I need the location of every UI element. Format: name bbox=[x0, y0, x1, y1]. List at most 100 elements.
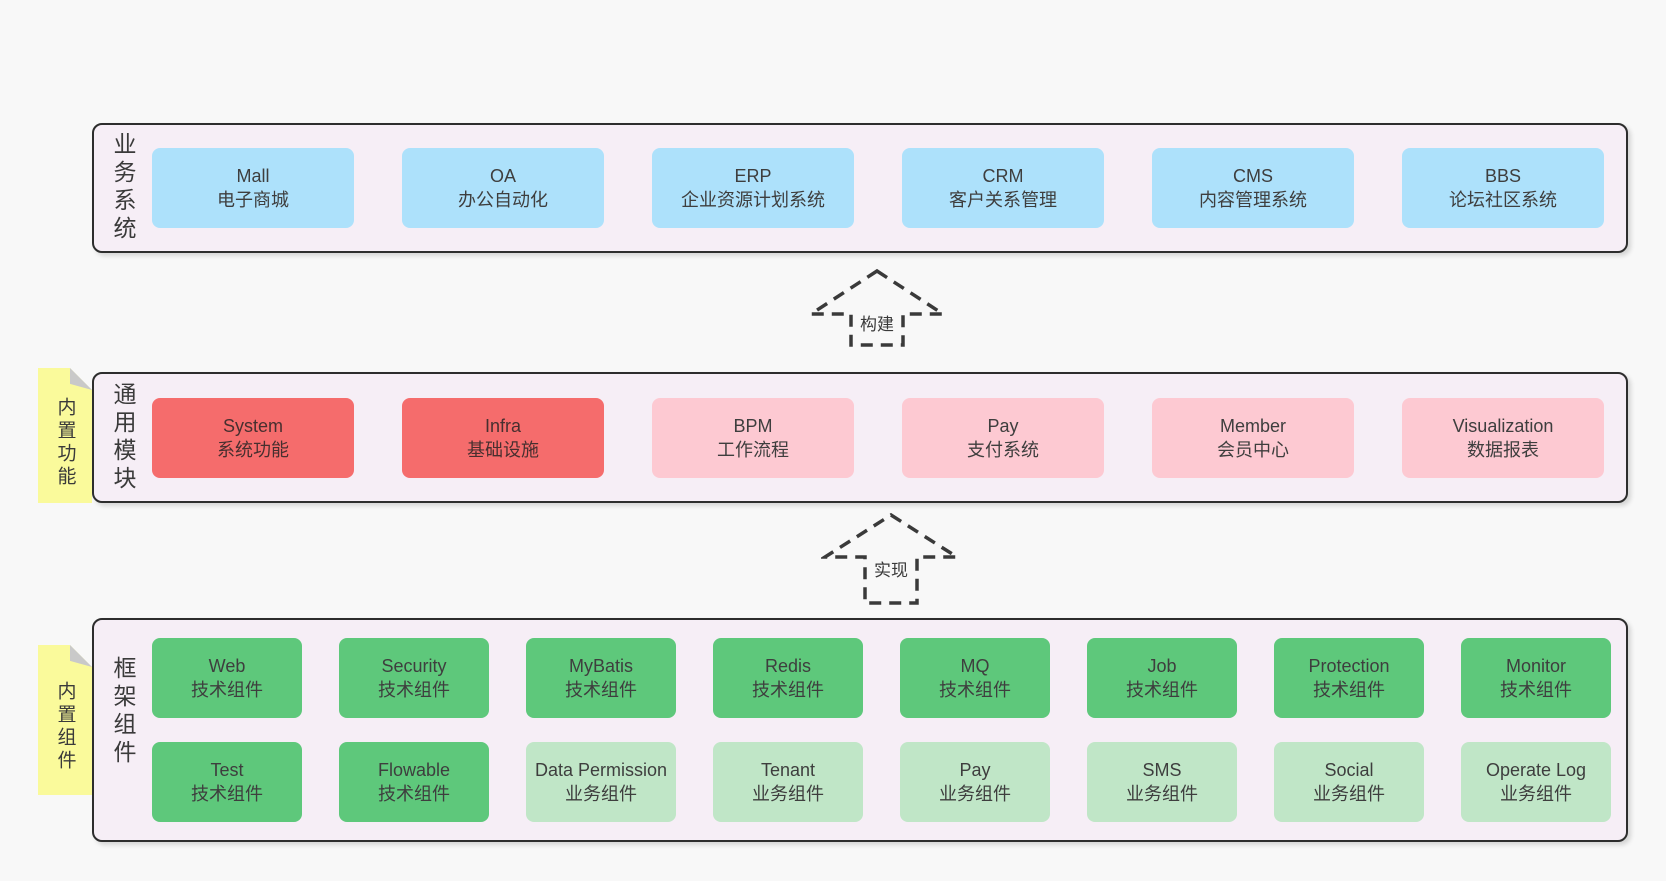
box-oa: OA 办公自动化 bbox=[402, 148, 604, 228]
business-boxes: Mall 电子商城 OA 办公自动化 ERP 企业资源计划系统 CRM 客户关系… bbox=[152, 125, 1626, 251]
box-bpm: BPM 工作流程 bbox=[652, 397, 854, 478]
box-pay: Pay 支付系统 bbox=[902, 397, 1104, 478]
sticky-tab-label: 内置功能 bbox=[54, 396, 76, 489]
box-title: Job bbox=[1147, 656, 1177, 676]
band-label-modules: 通用模块 bbox=[94, 374, 152, 501]
box-title: BBS bbox=[1484, 166, 1522, 186]
box-subtitle: 系统功能 bbox=[217, 439, 289, 460]
box-title: Security bbox=[381, 656, 447, 676]
band-business-systems: 业务系统 Mall 电子商城 OA 办公自动化 ERP 企业资源计划系统 CRM… bbox=[92, 123, 1628, 253]
box-subtitle: 业务组件 bbox=[1500, 784, 1572, 804]
framework-row-2: Test 技术组件 Flowable 技术组件 Data Permission … bbox=[152, 742, 1611, 822]
box-title: ERP bbox=[734, 166, 772, 186]
up-arrow-icon bbox=[807, 268, 947, 347]
box-title: Mall bbox=[236, 166, 270, 186]
box-title: MyBatis bbox=[568, 656, 633, 676]
box-job: Job 技术组件 bbox=[1087, 638, 1237, 718]
band-label-business: 业务系统 bbox=[94, 125, 152, 251]
box-visualization: Visualization 数据报表 bbox=[1402, 397, 1604, 478]
box-protection: Protection 技术组件 bbox=[1274, 638, 1424, 718]
box-subtitle: 支付系统 bbox=[967, 439, 1039, 460]
box-title: Flowable bbox=[377, 760, 451, 780]
box-subtitle: 数据报表 bbox=[1467, 439, 1539, 460]
box-social: Social 业务组件 bbox=[1274, 742, 1424, 822]
box-web: Web 技术组件 bbox=[152, 638, 302, 718]
box-data-permission: Data Permission 业务组件 bbox=[526, 742, 676, 822]
box-test: Test 技术组件 bbox=[152, 742, 302, 822]
box-subtitle: 技术组件 bbox=[1313, 680, 1385, 700]
box-subtitle: 业务组件 bbox=[939, 784, 1011, 804]
box-cms: CMS 内容管理系统 bbox=[1152, 148, 1354, 228]
box-infra: Infra 基础设施 bbox=[402, 397, 604, 478]
build-arrow-label: 构建 bbox=[856, 310, 898, 335]
box-title: Data Permission bbox=[534, 760, 668, 780]
box-tenant: Tenant 业务组件 bbox=[713, 742, 863, 822]
box-subtitle: 技术组件 bbox=[565, 680, 637, 700]
box-subtitle: 技术组件 bbox=[752, 680, 824, 700]
box-title: Protection bbox=[1308, 656, 1390, 676]
box-subtitle: 论坛社区系统 bbox=[1449, 190, 1557, 210]
box-subtitle: 业务组件 bbox=[565, 784, 637, 804]
box-subtitle: 企业资源计划系统 bbox=[681, 190, 825, 210]
box-subtitle: 技术组件 bbox=[191, 680, 263, 700]
box-subtitle: 客户关系管理 bbox=[949, 190, 1057, 210]
sticky-tab-label: 内置组件 bbox=[54, 681, 76, 773]
box-title: OA bbox=[489, 166, 516, 186]
box-title: SMS bbox=[1142, 760, 1182, 780]
box-subtitle: 技术组件 bbox=[378, 784, 450, 804]
band-label-text: 业务系统 bbox=[110, 132, 136, 244]
framework-row-1: Web 技术组件 Security 技术组件 MyBatis 技术组件 Redi… bbox=[152, 638, 1611, 718]
box-member: Member 会员中心 bbox=[1152, 397, 1354, 478]
box-title: Test bbox=[210, 760, 244, 780]
box-title: Redis bbox=[764, 656, 812, 676]
sticky-tab-built-in-features: 内置功能 bbox=[38, 368, 92, 503]
box-subtitle: 会员中心 bbox=[1217, 439, 1289, 460]
box-subtitle: 技术组件 bbox=[191, 784, 263, 804]
box-subtitle: 基础设施 bbox=[467, 439, 539, 460]
build-arrow: 构建 bbox=[807, 268, 947, 348]
box-title: Member bbox=[1219, 415, 1286, 436]
implement-arrow-label: 实现 bbox=[870, 556, 912, 581]
box-title: System bbox=[222, 415, 283, 436]
box-title: Pay bbox=[987, 415, 1019, 436]
box-mq: MQ 技术组件 bbox=[900, 638, 1050, 718]
framework-boxes: Web 技术组件 Security 技术组件 MyBatis 技术组件 Redi… bbox=[152, 620, 1626, 840]
band-label-text: 框架组件 bbox=[110, 656, 136, 768]
box-flowable: Flowable 技术组件 bbox=[339, 742, 489, 822]
box-subtitle: 办公自动化 bbox=[458, 190, 548, 210]
box-operate-log: Operate Log 业务组件 bbox=[1461, 742, 1611, 822]
band-label-framework: 框架组件 bbox=[94, 620, 152, 840]
box-subtitle: 工作流程 bbox=[717, 439, 789, 460]
box-crm: CRM 客户关系管理 bbox=[902, 148, 1104, 228]
box-subtitle: 业务组件 bbox=[1313, 784, 1385, 804]
box-title: Operate Log bbox=[1485, 760, 1587, 780]
box-mall: Mall 电子商城 bbox=[152, 148, 354, 228]
box-subtitle: 业务组件 bbox=[752, 784, 824, 804]
band-framework-components: 框架组件 Web 技术组件 Security 技术组件 MyBatis 技术组件… bbox=[92, 618, 1628, 842]
box-sms: SMS 业务组件 bbox=[1087, 742, 1237, 822]
box-title: CRM bbox=[982, 166, 1024, 186]
box-security: Security 技术组件 bbox=[339, 638, 489, 718]
implement-arrow: 实现 bbox=[821, 512, 961, 606]
box-monitor: Monitor 技术组件 bbox=[1461, 638, 1611, 718]
box-title: MQ bbox=[960, 656, 990, 676]
box-pay-biz: Pay 业务组件 bbox=[900, 742, 1050, 822]
box-subtitle: 技术组件 bbox=[939, 680, 1011, 700]
box-title: Infra bbox=[484, 415, 522, 436]
box-title: Social bbox=[1324, 760, 1374, 780]
box-title: Pay bbox=[959, 760, 991, 780]
box-subtitle: 技术组件 bbox=[1500, 680, 1572, 700]
box-bbs: BBS 论坛社区系统 bbox=[1402, 148, 1604, 228]
box-system: System 系统功能 bbox=[152, 397, 354, 478]
box-mybatis: MyBatis 技术组件 bbox=[526, 638, 676, 718]
band-label-text: 通用模块 bbox=[110, 381, 136, 494]
band-common-modules: 通用模块 System 系统功能 Infra 基础设施 BPM 工作流程 Pay… bbox=[92, 372, 1628, 503]
module-boxes: System 系统功能 Infra 基础设施 BPM 工作流程 Pay 支付系统… bbox=[152, 374, 1626, 501]
box-erp: ERP 企业资源计划系统 bbox=[652, 148, 854, 228]
box-subtitle: 技术组件 bbox=[1126, 680, 1198, 700]
box-subtitle: 技术组件 bbox=[378, 680, 450, 700]
box-subtitle: 电子商城 bbox=[217, 190, 289, 210]
box-title: CMS bbox=[1233, 166, 1273, 186]
box-subtitle: 业务组件 bbox=[1126, 784, 1198, 804]
